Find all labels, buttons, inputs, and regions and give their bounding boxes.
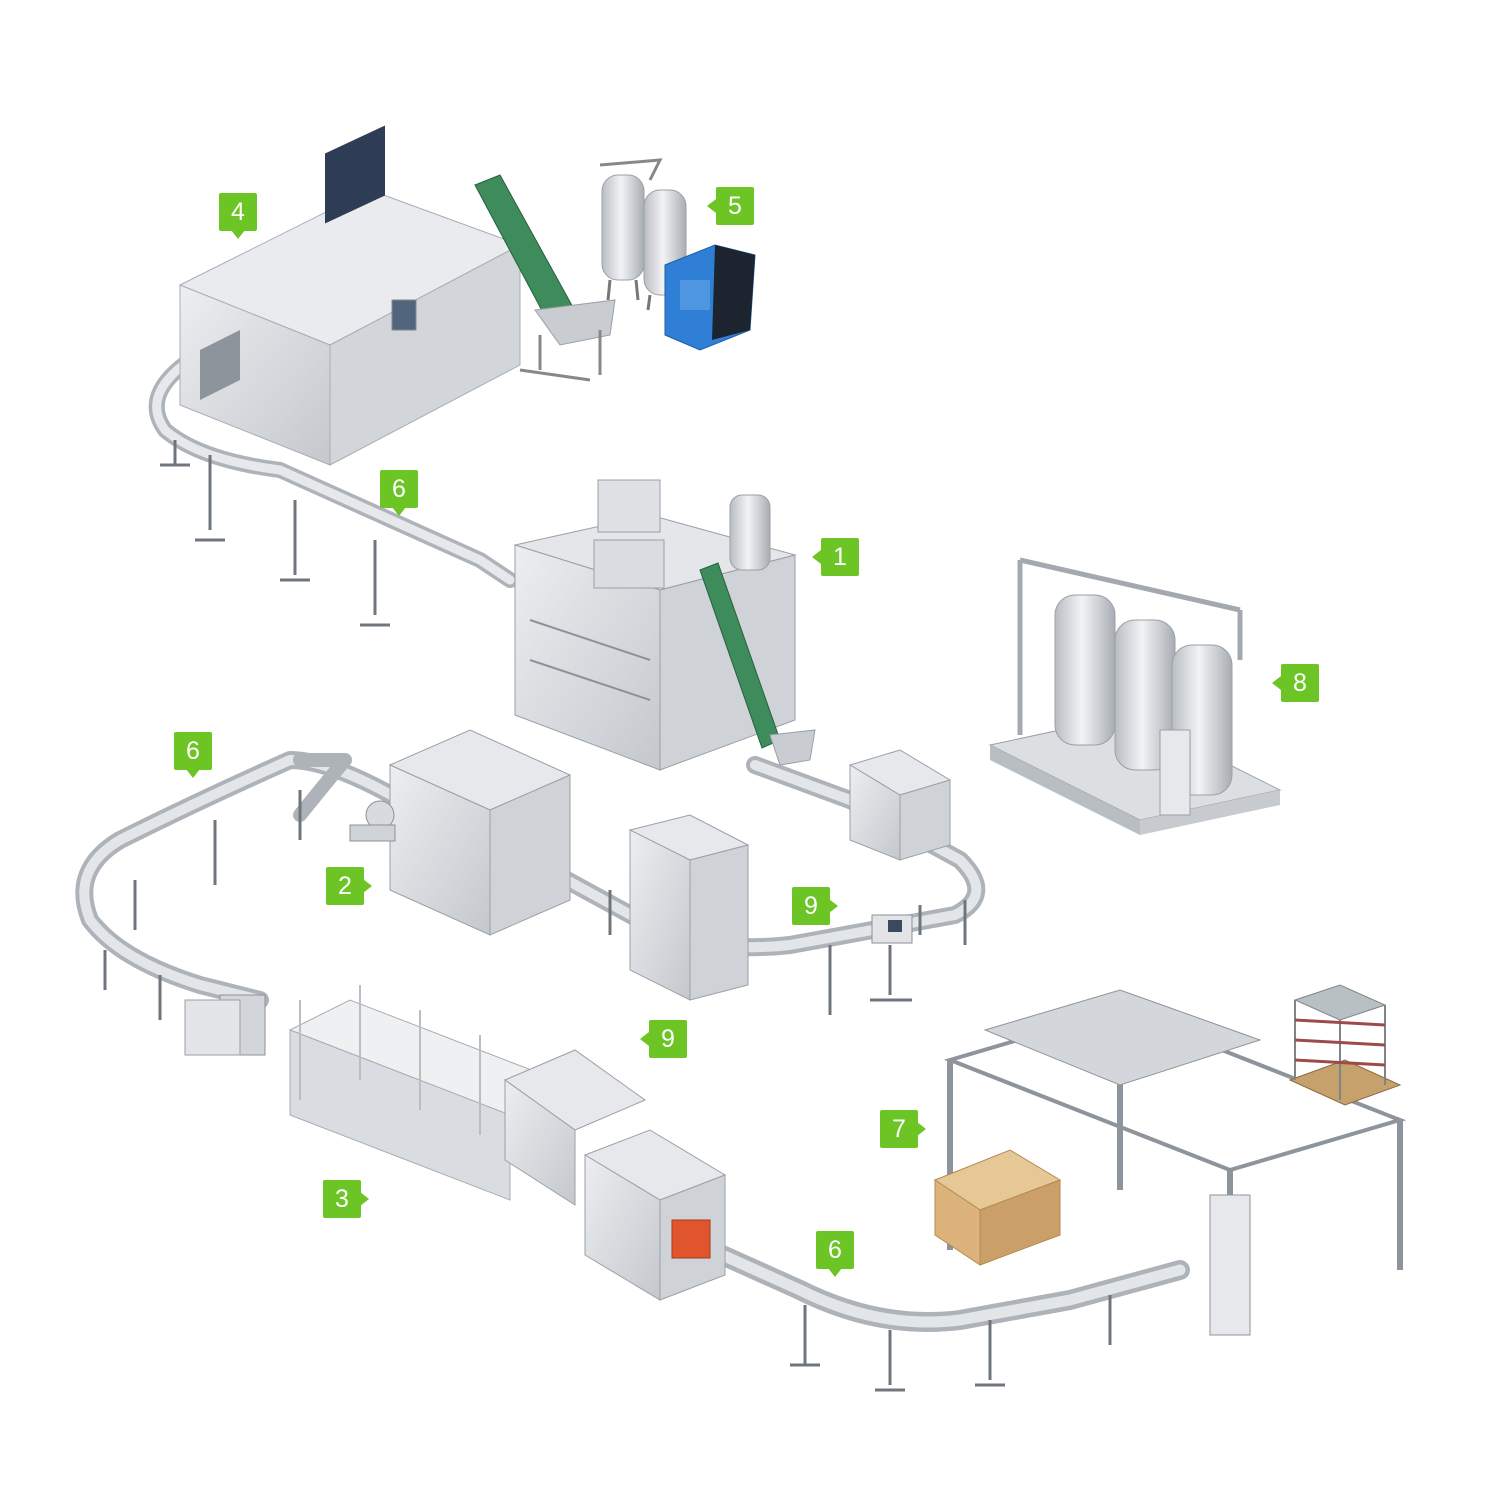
shrink-tunnel — [583, 1129, 727, 1301]
water-treatment-system — [988, 557, 1282, 835]
marker-7: 7 — [880, 1110, 926, 1148]
marker-9-lower: 9 — [640, 1020, 687, 1058]
conveyor-middle — [75, 751, 986, 1009]
palletizer — [933, 984, 1407, 1336]
marker-8: 8 — [1272, 664, 1319, 702]
case-packer — [184, 985, 647, 1206]
marker-6-upper: 6 — [380, 470, 418, 516]
inspection-cabinet — [628, 814, 750, 1001]
tunnel-unit — [848, 749, 952, 861]
filling-capping-machine — [513, 479, 816, 771]
conveyor-lower-stands — [790, 1295, 1112, 1392]
blow-moulding-machine — [178, 125, 522, 466]
preform-elevator — [474, 174, 616, 382]
marker-6-lower: 6 — [816, 1231, 854, 1277]
marker-9-right: 9 — [792, 887, 838, 925]
marker-4: 4 — [219, 193, 257, 239]
marker-1: 1 — [812, 538, 859, 576]
conveyor-lower — [690, 1235, 1190, 1332]
conveyor-upper — [148, 352, 518, 588]
labeling-machine — [349, 729, 572, 936]
inkjet-coder — [870, 914, 913, 1002]
marker-5: 5 — [707, 187, 754, 225]
conveyor-upper-stands — [160, 440, 390, 627]
conveyor-middle-stands — [103, 790, 967, 1020]
marker-2: 2 — [326, 867, 372, 905]
air-compressor-set — [599, 158, 756, 351]
marker-6-middle: 6 — [174, 732, 212, 778]
marker-3: 3 — [323, 1180, 369, 1218]
